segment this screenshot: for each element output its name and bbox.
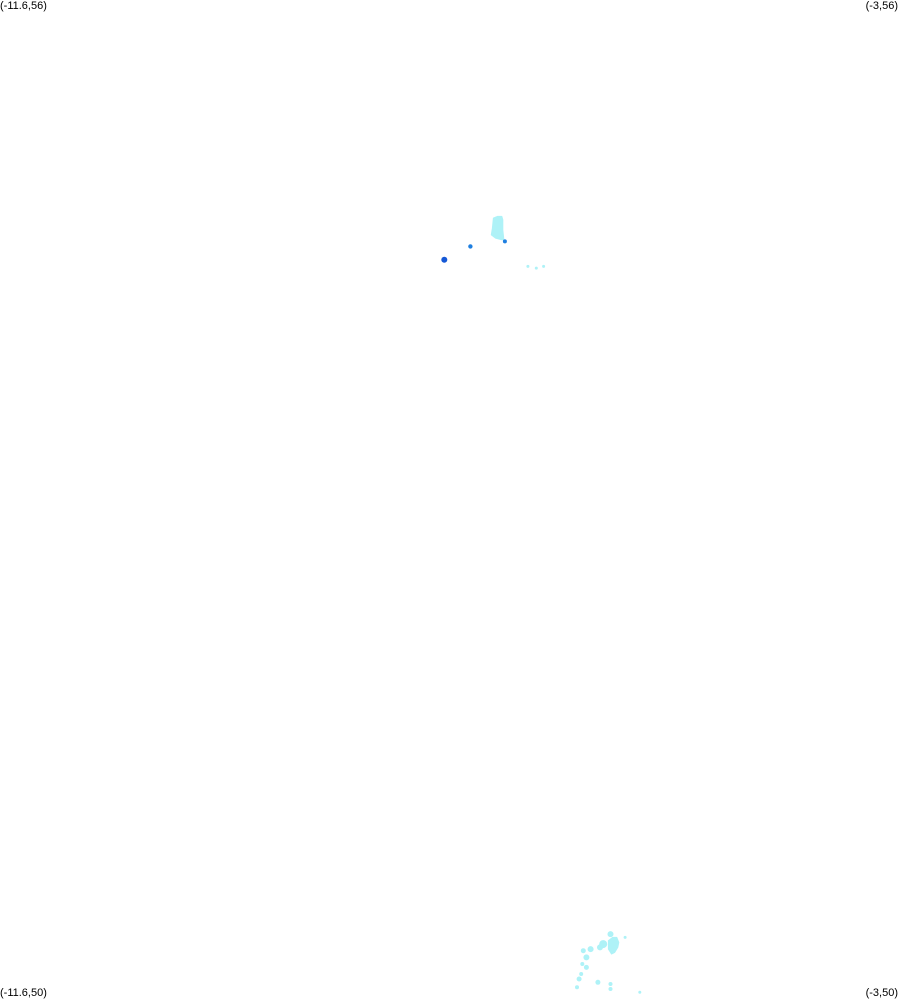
corner-label-top-right: (-3,56): [865, 0, 898, 12]
map-spot-5: [534, 266, 538, 270]
map-spot-22: [638, 990, 642, 994]
map-spot-14: [580, 962, 585, 966]
map-spot-11: [587, 946, 594, 953]
map-spot-16: [579, 972, 584, 976]
corner-label-bottom-left: (-11.6,50): [0, 987, 47, 999]
map-spot-17: [576, 976, 582, 982]
map-spot-12: [583, 954, 590, 961]
map-spot-19: [595, 979, 601, 985]
features-layer: [441, 215, 642, 994]
map-area-7: [607, 936, 620, 955]
map-spot-13: [580, 948, 586, 954]
corner-label-bottom-right: (-3,50): [865, 987, 898, 999]
map-spot-8: [607, 931, 614, 938]
map-spot-4: [526, 264, 530, 268]
map-spot-6: [542, 264, 546, 268]
map-spot-3: [441, 256, 448, 263]
map-spot-10: [597, 944, 603, 951]
map-spot-2: [468, 244, 473, 249]
map-spot-21: [608, 987, 613, 991]
map-spot-1: [502, 239, 507, 244]
corner-label-top-left: (-11.6,56): [0, 0, 47, 12]
map-spot-23: [623, 935, 627, 939]
map-spot-20: [608, 982, 613, 986]
map-spot-15: [583, 964, 589, 970]
map-area-0: [490, 215, 505, 241]
map-spot-18: [575, 985, 579, 990]
